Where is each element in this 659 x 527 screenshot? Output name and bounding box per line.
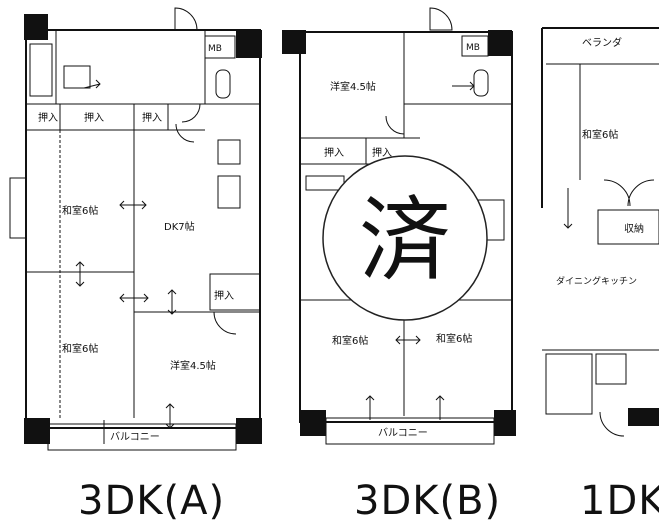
plan-b-entrance-door	[429, 7, 453, 31]
plan-c-toilet-area	[595, 353, 627, 385]
plan-b-bathtub	[305, 175, 345, 191]
plan-a-washbasin	[63, 65, 91, 89]
plan-a-toilet	[215, 69, 231, 99]
plan-b-outer-wall	[299, 31, 513, 423]
plan-a-entrance-door	[174, 7, 198, 31]
plan-c-door-arc	[603, 179, 631, 207]
plan-b-pillar	[494, 410, 516, 436]
plan-a-yoshitsu-label: 洋室4.5帖	[170, 359, 216, 372]
plan-a-door-arc	[213, 311, 237, 335]
plan-c-title: 1DK	[580, 478, 659, 524]
plan-b-toilet	[473, 69, 489, 97]
plan-a-stove	[217, 139, 241, 165]
plan-b-closet2-label: 押入	[372, 146, 392, 159]
plan-c-veranda-label: ベランダ	[582, 36, 622, 49]
plan-b-mb-label: MB	[466, 43, 480, 53]
plan-c-door-arc	[599, 411, 625, 437]
plan-a-door-arc	[175, 123, 195, 143]
floor-plan-3dk-a: 押入 押入 押入 MB 和室6帖 DK7帖 押入 和室6帖 洋室4.5帖 バルコ…	[9, 7, 262, 451]
plan-a-closet-box	[209, 273, 261, 311]
plan-a-closet4-label: 押入	[214, 289, 234, 302]
plan-b-title: 3DK(B)	[354, 478, 502, 524]
plan-a-title: 3DK(A)	[78, 478, 226, 524]
plan-a-closet2-label: 押入	[84, 111, 104, 124]
plan-a-washitsu2-label: 和室6帖	[62, 342, 98, 355]
plan-a-dk-label: DK7帖	[164, 220, 195, 233]
plan-a-pillar	[236, 30, 262, 58]
plan-b-washitsu2-label: 和室6帖	[436, 332, 472, 345]
plan-c-door-arc	[627, 179, 655, 207]
plan-a-washitsu1-label: 和室6帖	[62, 204, 98, 217]
plan-c-storage-box	[597, 209, 659, 245]
plan-b-yoshitsu-label: 洋室4.5帖	[330, 80, 376, 93]
plan-a-sink	[217, 175, 241, 209]
plan-a-window	[9, 177, 27, 239]
plan-c-washitsu-label: 和室6帖	[582, 128, 618, 141]
plan-a-door-arc	[181, 103, 201, 123]
plan-b-closet1-label: 押入	[324, 146, 344, 159]
plan-a-outer-wall	[25, 29, 261, 429]
floor-plan-3dk-b: 済 MB 洋室4.5帖 押入 押入 和室6帖 和室6帖 バルコニー	[282, 7, 516, 445]
plan-a-balcony-label: バルコニー	[110, 431, 160, 443]
plan-b-door-arc	[385, 115, 405, 135]
plan-a-pillar	[24, 14, 48, 40]
plan-a-balcony	[47, 423, 237, 451]
plan-a-pillar	[24, 418, 50, 444]
plan-b-mb-box	[461, 35, 489, 57]
plan-a-mb-box	[204, 35, 236, 59]
plan-a-closet3-label: 押入	[142, 111, 162, 124]
plan-a-bathtub	[29, 43, 53, 97]
plan-b-pillar	[300, 410, 326, 436]
plan-c-dining-label: ダイニングキッチン	[556, 275, 637, 287]
plan-a-closet1-label: 押入	[38, 111, 58, 124]
plan-c-storage-label: 収納	[624, 222, 644, 235]
plan-b-pillar	[282, 30, 306, 54]
completed-stamp-circle	[322, 155, 488, 321]
completed-stamp-text: 済	[359, 187, 451, 294]
plan-b-pillar	[488, 30, 512, 56]
plan-a-mb-label: MB	[208, 44, 222, 54]
plan-c-bath	[545, 353, 593, 415]
plan-b-balcony	[325, 417, 495, 445]
plan-c-pillar	[628, 408, 659, 426]
plan-a-pillar	[236, 418, 262, 444]
plan-b-balcony-label: バルコニー	[378, 427, 428, 439]
plan-b-washitsu1-label: 和室6帖	[332, 334, 368, 347]
floor-plan-1dk: ベランダ 和室6帖 収納 ダイニングキッチン	[541, 27, 659, 437]
